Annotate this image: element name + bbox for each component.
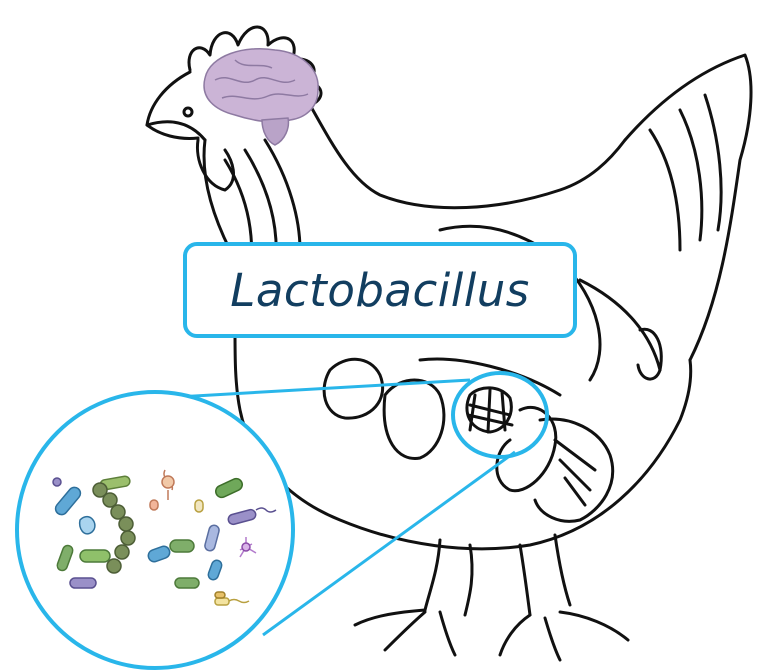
- zoom-line-top: [160, 380, 470, 398]
- lactobacillus-label: Lactobacillus: [230, 264, 529, 317]
- lactobacillus-label-box: Lactobacillus: [183, 242, 577, 338]
- brain-icon: [204, 49, 318, 145]
- magnifier-circle: [17, 392, 293, 668]
- zoom-line-bottom: [263, 452, 515, 635]
